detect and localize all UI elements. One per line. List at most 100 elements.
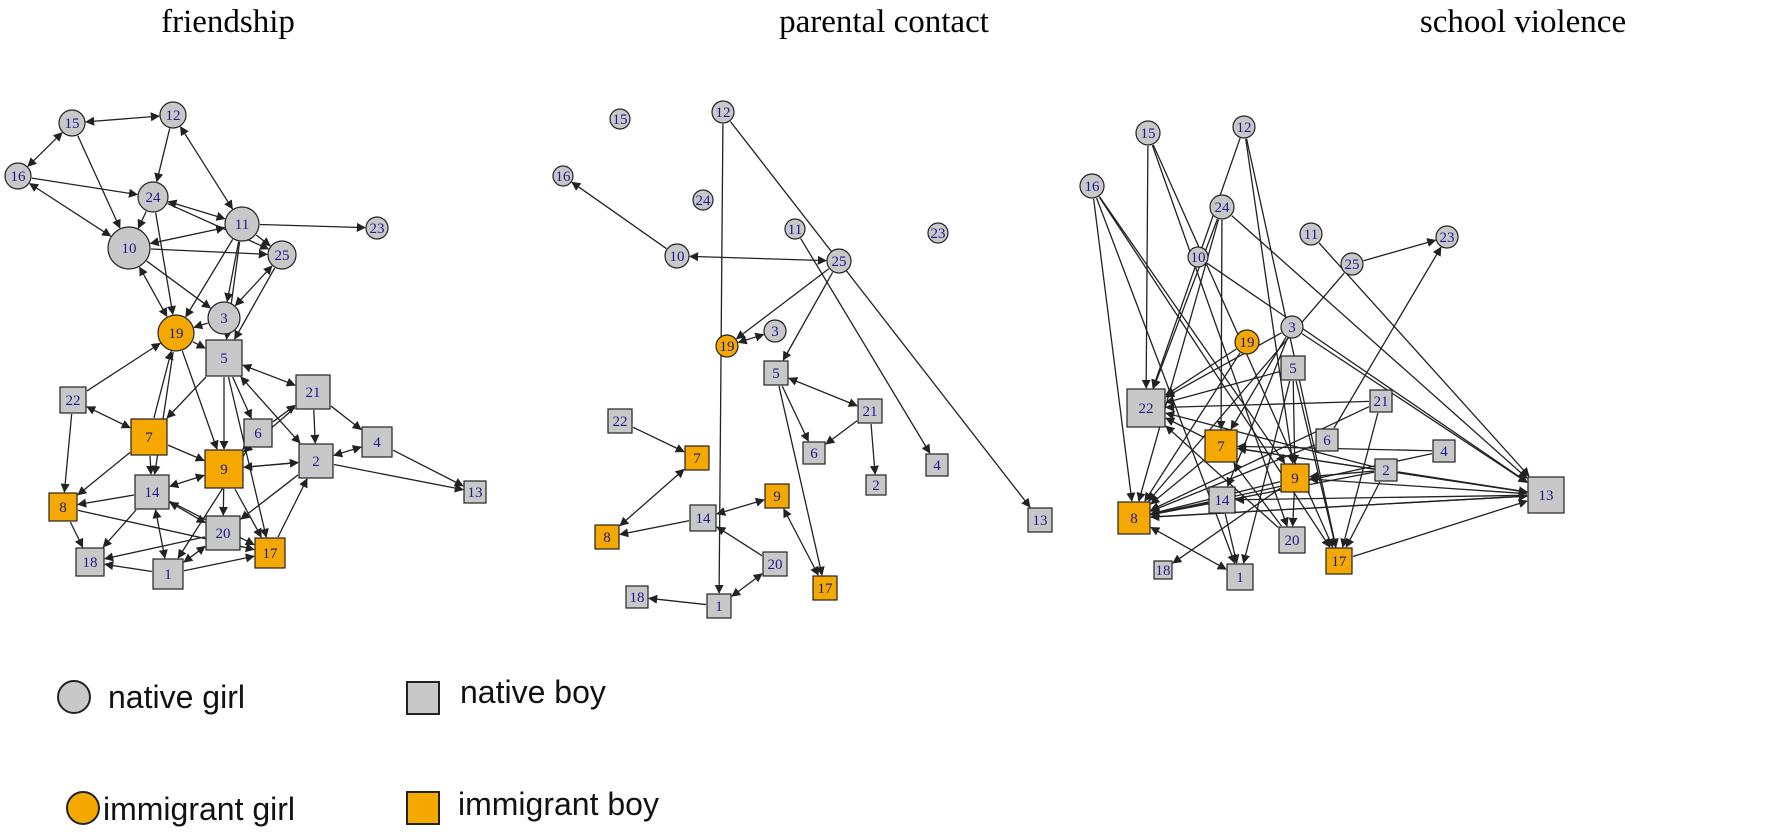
node-21: 21: [1369, 389, 1393, 413]
node-4: 4: [361, 426, 393, 458]
edge-6-to-21: [272, 404, 296, 423]
edge-7-to-8: [619, 468, 685, 527]
node-native-girl-shape: [159, 101, 187, 129]
edge-7-to-8: [1150, 459, 1205, 505]
node-native-girl-shape: [1079, 173, 1105, 199]
node-20: 20: [205, 515, 241, 551]
node-native-girl-shape: [207, 301, 241, 335]
node-1: 1: [1226, 563, 1254, 591]
node-23: 23: [1435, 225, 1459, 249]
node-24: 24: [1209, 194, 1235, 220]
edge-7-to-19: [153, 350, 174, 419]
node-label: 1: [715, 599, 723, 615]
node-native-girl-shape: [664, 243, 690, 269]
node-label: 4: [933, 458, 941, 474]
node-label: 17: [263, 546, 279, 562]
node-native-boy-shape: [1153, 560, 1173, 580]
node-label: 12: [716, 105, 731, 121]
node-native-boy-shape: [607, 408, 633, 434]
node-native-girl-shape: [1135, 120, 1161, 146]
node-immigrant-girl-shape: [715, 334, 739, 358]
panel-title-friendship: friendship: [161, 4, 295, 40]
edge-20-to-14: [716, 526, 763, 557]
edge-15-to-20: [1151, 145, 1289, 527]
edge-5-to-17: [1295, 380, 1339, 548]
node-label: 5: [1289, 361, 1297, 377]
node-13: 13: [463, 480, 487, 504]
edge-19-to-22: [1165, 348, 1237, 396]
node-24: 24: [692, 189, 714, 211]
node-25: 25: [826, 248, 852, 274]
node-native-girl-shape: [784, 218, 806, 240]
node-label: 9: [773, 489, 781, 505]
node-label: 12: [1237, 120, 1252, 136]
node-10: 10: [107, 226, 151, 270]
node-native-boy-shape: [298, 443, 334, 479]
edge-14-to-1: [1224, 513, 1240, 564]
node-17: 17: [254, 537, 286, 569]
node-label: 3: [1288, 320, 1296, 336]
node-label: 10: [670, 249, 685, 265]
node-19: 19: [715, 334, 739, 358]
node-label: 21: [1374, 394, 1389, 410]
node-13: 13: [1027, 507, 1053, 533]
edge-5-to-6: [781, 385, 809, 442]
edge-24-to-22: [1152, 218, 1219, 389]
node-14: 14: [1208, 486, 1236, 514]
edge-10-to-11: [149, 224, 226, 247]
node-label: 10: [122, 241, 137, 257]
node-native-girl-shape: [1340, 252, 1364, 276]
edge-24-to-19: [155, 212, 176, 316]
node-native-boy-shape: [463, 480, 487, 504]
node-label: 7: [693, 451, 701, 467]
node-6: 6: [243, 418, 273, 448]
node-immigrant-boy-shape: [1280, 463, 1310, 493]
edge-5-to-7: [166, 376, 207, 419]
node-label: 23: [931, 226, 946, 242]
node-native-boy-shape: [706, 593, 732, 619]
node-4: 4: [1432, 439, 1456, 463]
node-native-boy-shape: [802, 441, 826, 465]
node-label: 19: [1240, 335, 1255, 351]
node-14: 14: [134, 474, 170, 510]
legend-immigrant-boy-label: immigrant boy: [458, 786, 659, 822]
node-native-boy-shape: [1126, 388, 1166, 428]
node-native-boy-shape: [243, 418, 273, 448]
node-2: 2: [1374, 458, 1398, 482]
edge-20-to-1: [731, 573, 763, 597]
node-10: 10: [1187, 246, 1209, 268]
edge-19-to-9: [181, 350, 219, 450]
edge-10-to-3: [146, 260, 212, 309]
node-native-girl-shape: [107, 226, 151, 270]
node-label: 24: [1215, 200, 1231, 216]
node-immigrant-boy-shape: [1117, 501, 1151, 535]
node-label: 5: [220, 351, 228, 367]
edge-2-to-20: [240, 474, 299, 520]
edge-14-to-8: [77, 494, 135, 508]
edge-14-to-9: [716, 497, 765, 516]
node-native-boy-shape: [152, 558, 184, 590]
edge-3-to-13: [1301, 333, 1528, 483]
edge-25-to-23: [1363, 238, 1437, 262]
node-label: 11: [1304, 227, 1318, 243]
node-immigrant-boy-shape: [254, 537, 286, 569]
node-label: 7: [145, 430, 153, 446]
node-immigrant-boy-shape: [684, 445, 710, 471]
node-label: 18: [630, 590, 645, 606]
node-immigrant-girl-shape: [1234, 329, 1260, 355]
edge-14-to-8: [619, 520, 690, 538]
node-native-girl-shape: [552, 165, 574, 187]
node-12: 12: [159, 101, 187, 129]
edge-11-to-25: [255, 234, 271, 247]
node-native-boy-shape: [763, 360, 789, 386]
legend-immigrant-boy-marker: [406, 791, 440, 825]
edge-21-to-4: [330, 405, 362, 431]
legend-immigrant-girl-marker: [66, 791, 100, 825]
node-12: 12: [1232, 115, 1256, 139]
edge-22-to-7: [86, 406, 131, 429]
node-native-boy-shape: [689, 504, 717, 532]
node-5: 5: [1280, 355, 1306, 381]
node-22: 22: [1126, 388, 1166, 428]
